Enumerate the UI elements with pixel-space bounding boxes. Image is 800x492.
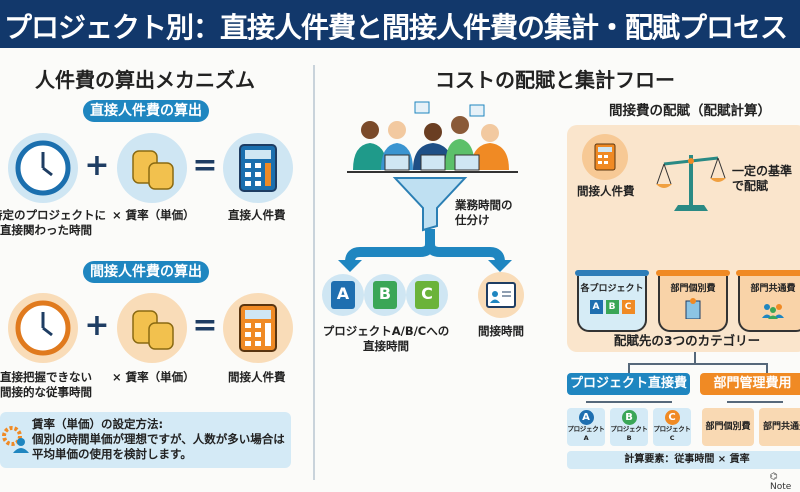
letter-badge-b: B	[621, 410, 637, 425]
bin-dept-common: 部門共通費	[736, 270, 800, 332]
bin-dept-individual: 部門個別費	[656, 270, 730, 332]
calculator-icon	[582, 134, 628, 180]
equals-sign: =	[192, 308, 218, 343]
direct-cost-label: 直接人件費	[228, 208, 286, 222]
indirect-cost-label: 間接人件費	[228, 370, 286, 384]
indirect-work-icon	[478, 272, 524, 318]
project-direct-cost-box: プロジェクト直接費	[567, 373, 690, 395]
people-group-icon	[762, 304, 784, 319]
plus-sign: +	[84, 148, 110, 183]
clock-icon	[8, 133, 78, 203]
funnel-split-arrows	[338, 177, 512, 272]
tree-line	[628, 363, 768, 365]
section-title-flow: コストの配賦と集計フロー	[435, 68, 675, 92]
calculator-icon	[223, 133, 293, 203]
rate-label: × 賃率（単価）	[112, 208, 195, 222]
tree-line	[727, 401, 783, 403]
indirect-calc-pill: 間接人件費の算出	[83, 261, 209, 283]
gear-person-icon	[2, 426, 29, 453]
funnel-label: 業務時間の仕分け	[455, 198, 513, 227]
plus-sign: +	[84, 308, 110, 343]
letter-badge-a: A	[578, 410, 594, 425]
categories-caption: 配賦先の3つのカテゴリー	[613, 333, 761, 348]
tree-line	[628, 363, 630, 373]
formula-bar: 計算要素：従事時間 × 賃率	[567, 451, 800, 469]
page-title: プロジェクト別：直接人件費と間接人件費の集計・配賦プロセス	[4, 11, 788, 44]
allocation-basis-label: 一定の基準で配賦	[732, 164, 793, 193]
book-icon-a: A	[322, 274, 364, 316]
rate-label: × 賃率（単価）	[112, 370, 195, 384]
tree-line	[694, 352, 696, 364]
coins-icon	[117, 133, 187, 203]
indirect-time-flow-label: 間接時間	[478, 324, 524, 338]
dept-admin-cost-box: 部門管理費用	[700, 373, 800, 395]
brand-label: ⌬ Note	[770, 472, 792, 492]
book-icon-c: C	[406, 274, 448, 316]
calculator-icon	[223, 293, 293, 363]
project-books: A B C	[322, 274, 448, 316]
direct-time-label: 特定のプロジェクトに直接関わった時間	[0, 208, 106, 237]
direct-time-flow-label: プロジェクトA/B/Cへの直接時間	[322, 324, 450, 353]
clock-icon	[8, 293, 78, 363]
book-icon-b: B	[364, 274, 406, 316]
dept-common-box: 部門共通費	[759, 408, 800, 446]
team-illustration	[347, 101, 518, 173]
allocation-title: 間接費の配賦（配賦計算）	[609, 103, 771, 119]
equals-sign: =	[192, 148, 218, 183]
tree-line	[586, 401, 672, 403]
note-logo-icon: ⌬	[770, 472, 778, 482]
tree-line	[766, 363, 768, 373]
indirect-time-label: 直接把握できない間接的な従事時間	[0, 370, 92, 399]
coins-icon	[117, 293, 187, 363]
section-title-calc: 人件費の算出メカニズム	[35, 68, 255, 92]
letter-badge-c: C	[664, 410, 680, 425]
indirect-cost-source-label: 間接人件費	[577, 184, 635, 198]
rate-setting-note: 賃率（単価）の設定方法: 個別の時間単価が理想ですが、人数が多い場合は 平均単価…	[0, 412, 291, 468]
scales-icon	[656, 155, 726, 211]
building-icon	[685, 298, 701, 320]
page-title-bar: プロジェクト別：直接人件費と間接人件費の集計・配賦プロセス	[0, 0, 800, 48]
section-divider	[313, 65, 315, 480]
direct-calc-pill: 直接人件費の算出	[83, 100, 209, 122]
dept-individual-box: 部門個別費	[702, 408, 754, 446]
